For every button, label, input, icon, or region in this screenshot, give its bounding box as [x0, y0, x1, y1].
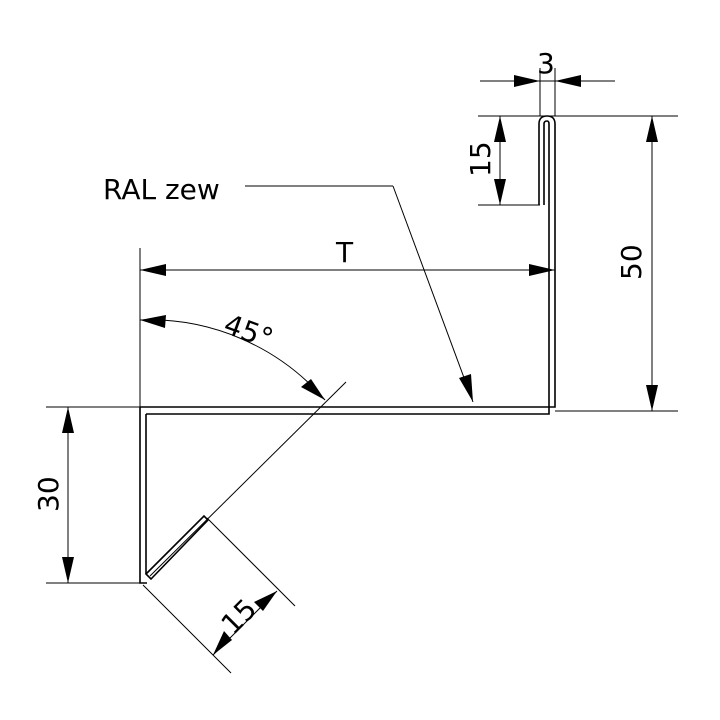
- top-flange-dimension-label: 15: [464, 141, 497, 177]
- top-gap-dimension-label: 3: [537, 47, 555, 80]
- dimension-lines: [62, 75, 658, 656]
- diagonal-flange-dimension-label: 15: [215, 592, 264, 641]
- material-label: RAL zew: [103, 173, 220, 206]
- angle-dimension-label: 45°: [220, 308, 278, 356]
- total-height-dimension-label: 50: [615, 244, 648, 280]
- width-dimension-label: T: [335, 236, 354, 269]
- extension-lines: [46, 68, 678, 674]
- left-height-dimension-label: 30: [32, 476, 65, 512]
